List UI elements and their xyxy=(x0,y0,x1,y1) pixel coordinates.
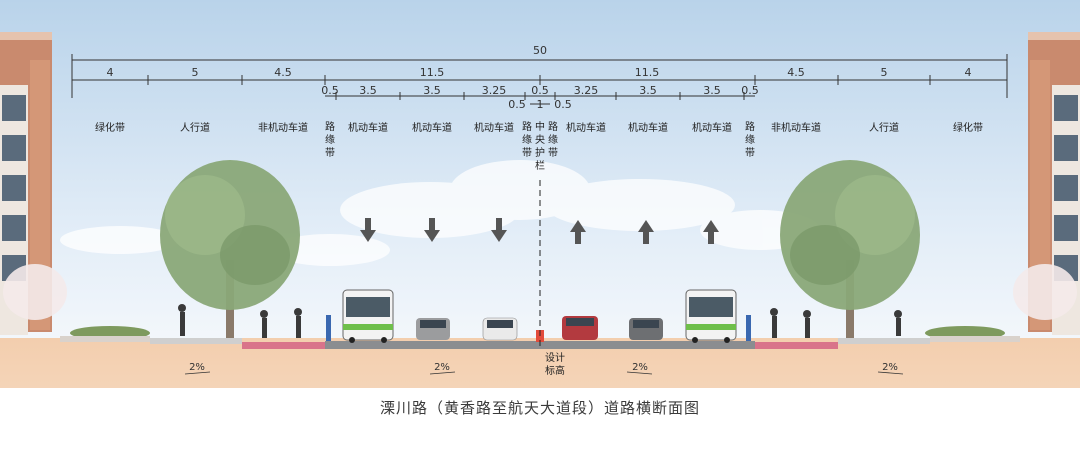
label-motor-6: 机动车道 xyxy=(692,121,732,134)
label-sidewalk-left: 人行道 xyxy=(180,121,210,134)
svg-text:路: 路 xyxy=(522,120,532,133)
label-median: 中 央 护 栏 xyxy=(535,120,545,172)
label-curb-2: 路 缘 带 xyxy=(522,120,532,159)
clouds xyxy=(60,160,820,266)
svg-text:设计: 设计 xyxy=(545,351,565,364)
dim-median: 1 xyxy=(537,98,544,111)
dim-lane-4: 3.25 xyxy=(574,84,599,97)
dim-bike-left: 4.5 xyxy=(274,66,292,79)
bus-left xyxy=(342,289,394,343)
dim-carriageway-right: 11.5 xyxy=(635,66,660,79)
dim-lane-2: 3.5 xyxy=(423,84,441,97)
bollards xyxy=(326,315,751,341)
dim-lane-1: 3.5 xyxy=(359,84,377,97)
svg-text:带: 带 xyxy=(745,147,755,159)
bike-lane-right xyxy=(750,342,838,349)
dim-lane-3: 3.25 xyxy=(482,84,507,97)
sub-dimension-labels: 0.5 3.5 3.5 3.25 0.5 3.25 3.5 3.5 0.5 0.… xyxy=(321,84,759,111)
label-sidewalk-right: 人行道 xyxy=(869,121,899,134)
svg-text:缘: 缘 xyxy=(745,133,755,146)
dimension-lines xyxy=(71,54,1008,105)
svg-text:路: 路 xyxy=(548,120,558,133)
bike-lane-left xyxy=(242,342,330,349)
svg-text:带: 带 xyxy=(548,147,558,159)
dim-bike-right: 4.5 xyxy=(787,66,805,79)
design-elevation-label: 设计 标高 xyxy=(545,351,565,377)
arrow-up-icon xyxy=(638,220,654,244)
dim-curb-2: 0.5 xyxy=(508,98,526,111)
sidewalks xyxy=(60,336,1020,344)
svg-text:央: 央 xyxy=(535,133,545,146)
car-3 xyxy=(562,316,598,340)
label-motor-1: 机动车道 xyxy=(348,121,388,134)
arrow-down-icon xyxy=(360,218,376,242)
dim-center: 0.5 xyxy=(531,84,549,97)
svg-text:标高: 标高 xyxy=(545,364,565,377)
label-curb-1: 路 缘 带 xyxy=(325,120,335,159)
arrow-down-icon xyxy=(491,218,507,242)
vertical-labels: 路 缘 带 路 缘 带 中 央 护 栏 路 缘 带 路 缘 带 xyxy=(325,120,755,172)
caption-band xyxy=(0,388,1080,450)
vehicles xyxy=(342,289,737,343)
svg-text:栏: 栏 xyxy=(535,159,545,172)
label-green-left: 绿化带 xyxy=(95,121,125,134)
dim-curb-4: 0.5 xyxy=(741,84,759,97)
car-1 xyxy=(416,318,450,340)
total-width-label: 50 xyxy=(533,44,547,57)
svg-text:缘: 缘 xyxy=(522,133,532,146)
tree-left xyxy=(160,160,300,338)
dim-curb-1: 0.5 xyxy=(321,84,339,97)
svg-text:带: 带 xyxy=(325,147,335,159)
diagram-caption: 溧川路（黄香路至航天大道段）道路横断面图 xyxy=(380,399,700,417)
arrow-up-icon xyxy=(570,220,586,244)
label-motor-2: 机动车道 xyxy=(412,121,452,134)
svg-text:路: 路 xyxy=(745,120,755,133)
slope-1: 2% xyxy=(189,362,205,373)
car-2 xyxy=(482,317,518,341)
slope-labels: 2% 2% 2% 2% xyxy=(184,362,904,375)
slope-2: 2% xyxy=(434,362,450,373)
svg-text:护: 护 xyxy=(535,146,545,159)
label-bike-right: 非机动车道 xyxy=(771,121,821,134)
label-curb-3: 路 缘 带 xyxy=(548,120,558,159)
slope-3: 2% xyxy=(632,362,648,373)
car-4 xyxy=(629,318,663,340)
blossom-trees xyxy=(3,264,1077,320)
label-motor-3: 机动车道 xyxy=(474,121,514,134)
top-dimension-labels: 4 5 4.5 11.5 11.5 4.5 5 4 xyxy=(107,66,972,79)
dim-sidewalk-right: 5 xyxy=(881,66,888,79)
svg-text:缘: 缘 xyxy=(548,133,558,146)
dim-sidewalk-left: 5 xyxy=(192,66,199,79)
label-green-right: 绿化带 xyxy=(953,121,983,134)
slope-4: 2% xyxy=(882,362,898,373)
label-bike-left: 非机动车道 xyxy=(258,121,308,134)
lane-labels: 绿化带 人行道 非机动车道 机动车道 机动车道 机动车道 机动车道 机动车道 机… xyxy=(95,121,983,134)
dim-green-right: 4 xyxy=(965,66,972,79)
svg-text:带: 带 xyxy=(522,147,532,159)
label-motor-4: 机动车道 xyxy=(566,121,606,134)
label-curb-4: 路 缘 带 xyxy=(745,120,755,159)
svg-text:中: 中 xyxy=(535,120,545,133)
svg-text:缘: 缘 xyxy=(325,133,335,146)
svg-text:路: 路 xyxy=(325,120,335,133)
tree-right xyxy=(780,160,920,338)
bus-right xyxy=(685,289,737,343)
dim-green-left: 4 xyxy=(107,66,114,79)
people xyxy=(178,304,902,338)
arrow-up-icon xyxy=(703,220,719,244)
arrow-down-icon xyxy=(424,218,440,242)
dim-curb-3: 0.5 xyxy=(554,98,572,111)
dim-lane-6: 3.5 xyxy=(703,84,721,97)
dim-carriageway-left: 11.5 xyxy=(420,66,445,79)
direction-arrows xyxy=(360,218,719,244)
dim-lane-5: 3.5 xyxy=(639,84,657,97)
label-motor-5: 机动车道 xyxy=(628,121,668,134)
